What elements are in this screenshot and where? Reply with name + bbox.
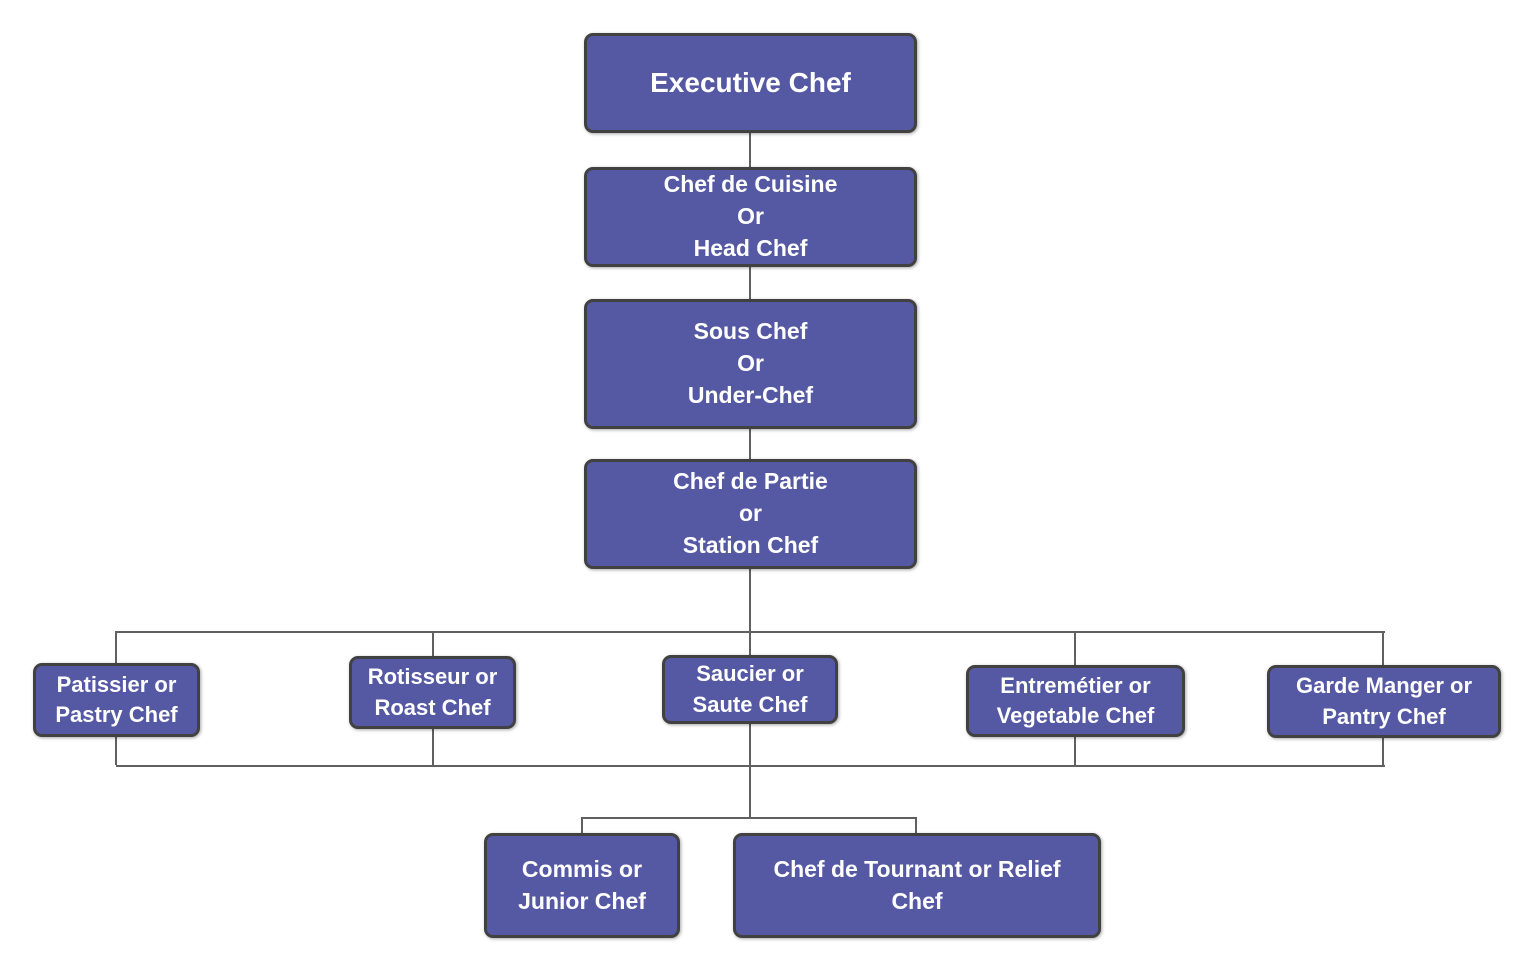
connector-garde-manger-bottom-rail [1382, 737, 1384, 765]
node-saucier-label: Saucier or Saute Chef [692, 661, 808, 717]
connector-junior-rail-tournant [915, 817, 917, 834]
connector-sous-partie [749, 429, 751, 459]
connector-rotisseur-bottom-rail [432, 728, 434, 765]
node-patissier: Patissier or Pastry Chef [33, 663, 200, 737]
connector-rail-entremetier [1074, 631, 1076, 666]
connector-saucier-bottom-rail [749, 723, 751, 765]
connector-top-rail [116, 631, 1385, 633]
node-rotisseur: Rotisseur or Roast Chef [349, 656, 516, 729]
connector-junior-rail-commis [581, 817, 583, 834]
node-chef-de-cuisine: Chef de Cuisine Or Head Chef [584, 167, 917, 267]
connector-rail-garde-manger [1382, 631, 1384, 666]
connector-rail-rotisseur [432, 631, 434, 657]
node-chef-de-cuisine-label: Chef de Cuisine Or Head Chef [663, 171, 838, 261]
node-commis-label: Commis or Junior Chef [518, 855, 646, 914]
node-executive-chef: Executive Chef [584, 33, 917, 133]
connector-patissier-bottom-rail [115, 736, 117, 765]
node-chef-de-tournant-label: Chef de Tournant or Relief Chef [773, 855, 1061, 914]
connector-rail-patissier [115, 631, 117, 664]
connector-executive-cuisine [749, 133, 751, 167]
node-entremetier-label: Entremétier or Vegetable Chef [996, 672, 1155, 728]
connector-bottom-rail-stem [749, 765, 751, 818]
connector-partie-stations [749, 569, 751, 655]
node-garde-manger: Garde Manger or Pantry Chef [1267, 665, 1501, 738]
node-chef-de-tournant: Chef de Tournant or Relief Chef [733, 833, 1101, 938]
node-patissier-label: Patissier or Pastry Chef [55, 671, 178, 727]
connector-entremetier-bottom-rail [1074, 736, 1076, 765]
node-chef-de-partie-label: Chef de Partie or Station Chef [673, 468, 828, 558]
node-sous-chef: Sous Chef Or Under-Chef [584, 299, 917, 429]
node-chef-de-partie: Chef de Partie or Station Chef [584, 459, 917, 569]
node-commis: Commis or Junior Chef [484, 833, 680, 938]
node-garde-manger-label: Garde Manger or Pantry Chef [1295, 673, 1473, 729]
connector-junior-rail [582, 817, 917, 819]
node-entremetier: Entremétier or Vegetable Chef [966, 665, 1185, 737]
node-executive-chef-label: Executive Chef [650, 66, 851, 98]
node-saucier: Saucier or Saute Chef [662, 655, 838, 724]
connector-cuisine-sous [749, 267, 751, 299]
node-rotisseur-label: Rotisseur or Roast Chef [367, 664, 498, 720]
node-sous-chef-label: Sous Chef Or Under-Chef [687, 318, 814, 408]
